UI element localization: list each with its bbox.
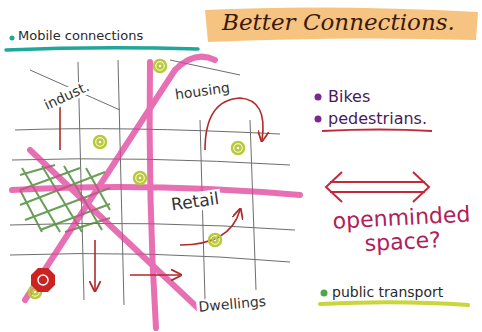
flow-arrow	[60, 95, 263, 290]
map-label: Dwellings	[196, 294, 269, 316]
hatched-area	[20, 165, 110, 232]
list-item: pedestrians.	[328, 110, 427, 128]
heading-note: Mobile connections	[18, 29, 143, 43]
underline	[322, 130, 432, 132]
stop-circle	[29, 60, 244, 298]
corridor-line	[12, 57, 300, 328]
underline	[6, 48, 198, 50]
bullet	[10, 36, 328, 297]
map-label: Retail	[168, 189, 222, 215]
underline	[320, 302, 468, 305]
title: Better Connections.	[222, 10, 455, 35]
double-arrow	[326, 172, 429, 202]
map-label: indust.	[40, 78, 93, 114]
map-label: housing	[172, 80, 233, 103]
highlighter-band	[205, 7, 478, 42]
stop-sign	[31, 268, 55, 292]
question-note: openminded space?	[326, 202, 478, 258]
list-item: Bikes	[328, 88, 370, 106]
list-item: public transport	[332, 285, 443, 300]
